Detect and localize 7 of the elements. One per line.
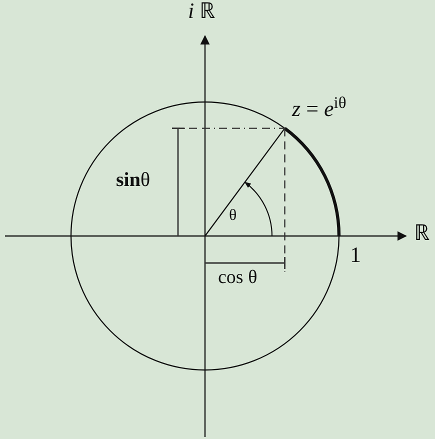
- axis-label: ℝ: [414, 222, 430, 244]
- angle-label: θ: [229, 208, 237, 224]
- sine-label: sinθ: [116, 170, 150, 190]
- cosine-label: cos θ: [218, 268, 258, 287]
- axis-label: i ℝ: [188, 0, 216, 22]
- radius-label: 1: [350, 244, 361, 266]
- point-label: z = e$^{iθ}$: [292, 98, 346, 120]
